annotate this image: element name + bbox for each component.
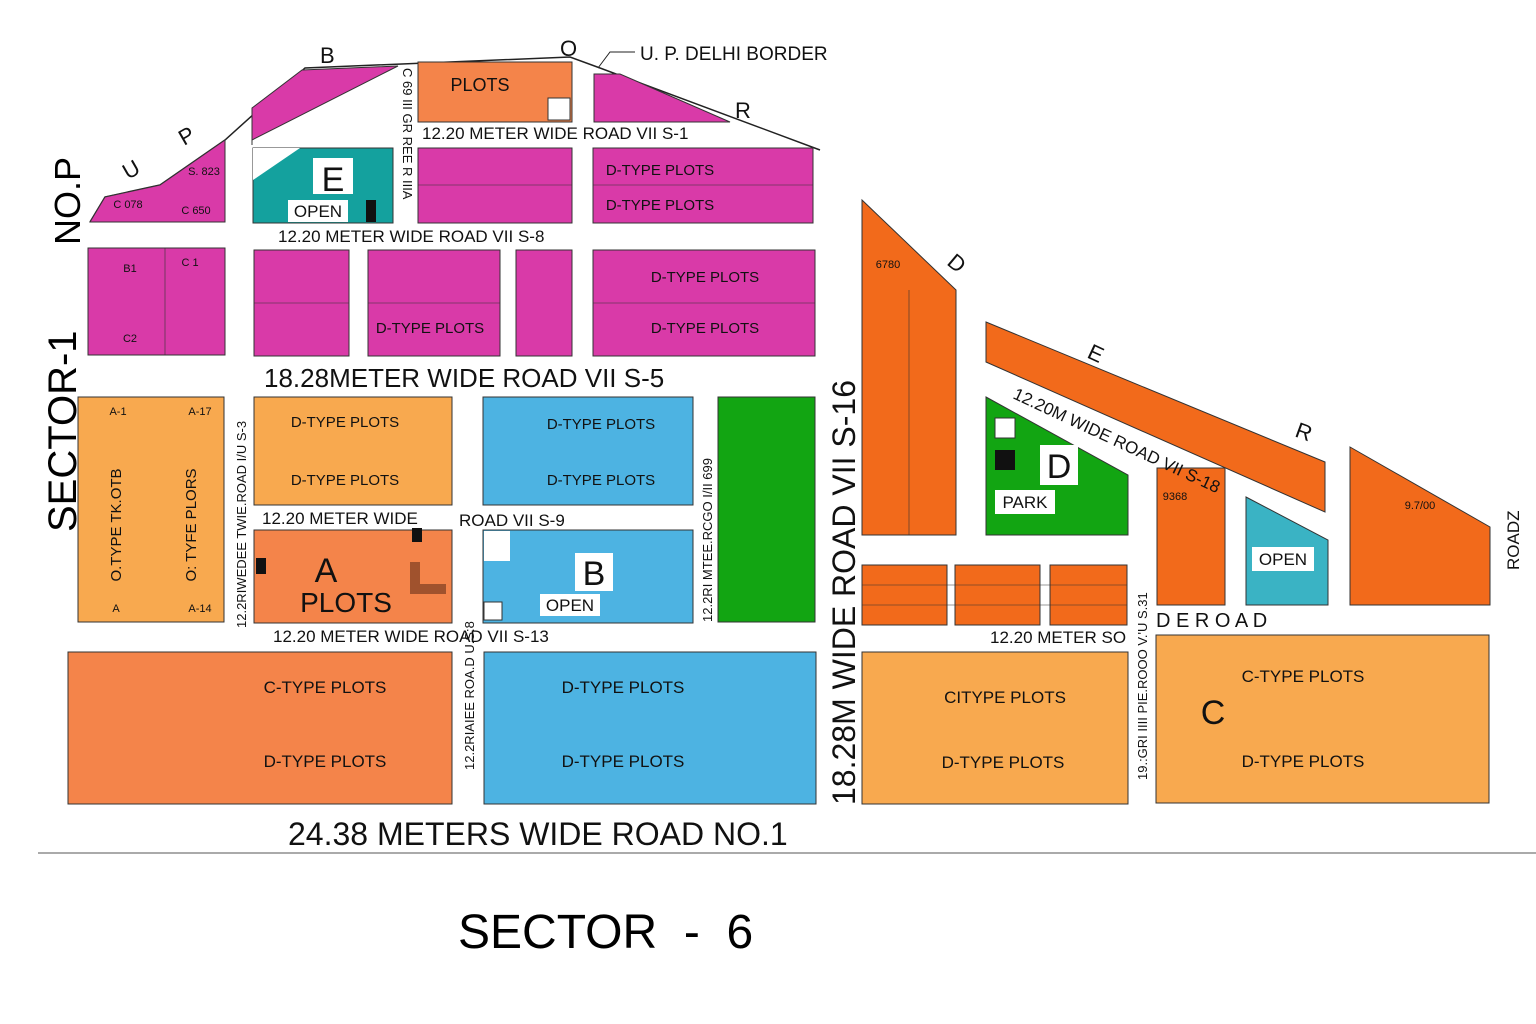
plot-label: D-TYPE PLOTS bbox=[562, 678, 685, 697]
road-label: 12.20 METER WIDE ROAD VII S-1 bbox=[422, 124, 688, 143]
block-diagonal-strip bbox=[985, 321, 1326, 513]
road-label: 12.2RI MTEE.RCGO I/II 699 bbox=[700, 458, 715, 622]
plot-label: B1 bbox=[123, 263, 136, 275]
border-letter: R bbox=[735, 98, 751, 123]
plot-label: D-TYPE PLOTS bbox=[942, 753, 1065, 772]
green-area bbox=[717, 396, 816, 623]
plot-label: D-TYPE PLOTS bbox=[547, 416, 655, 433]
plot-label: D-TYPE PLOTS bbox=[547, 472, 655, 489]
border-letter: D bbox=[943, 249, 971, 278]
block-d-letter: D bbox=[1047, 448, 1072, 486]
plot-label: D-TYPE PLOTS bbox=[651, 320, 759, 337]
block-row3-d bbox=[515, 249, 573, 357]
border-letter: B bbox=[320, 43, 335, 68]
plot-labels: D-TYPE PLOTS D-TYPE PLOTS D-TYPE PLOTS D… bbox=[108, 162, 1435, 772]
block-e-label: OPEN bbox=[294, 202, 342, 221]
plot-label: D-TYPE PLOTS bbox=[291, 472, 399, 489]
plot-label: A-1 bbox=[109, 406, 126, 418]
border-letter: O bbox=[560, 36, 577, 61]
sector-1-sub-label: NO.P bbox=[47, 157, 88, 245]
grid-block-1 bbox=[861, 564, 948, 626]
up-delhi-border-label: U. P. DELHI BORDER bbox=[640, 44, 828, 65]
plot-label: D-TYPE PLOTS bbox=[1242, 752, 1365, 771]
border-letter: U bbox=[118, 155, 144, 185]
plot-label: D-TYPE PLOTS bbox=[562, 752, 685, 771]
plot-label: D-TYPE PLOTS bbox=[376, 320, 484, 337]
plot-label: D-TYPE PLOTS bbox=[264, 752, 387, 771]
block-d-type-blue-1 bbox=[482, 396, 694, 506]
block-a-type-left bbox=[77, 396, 225, 623]
block-a-letter: A bbox=[315, 552, 338, 590]
block-c bbox=[1155, 634, 1490, 804]
road-label-no1: 24.38 METERS WIDE ROAD NO.1 bbox=[288, 816, 788, 852]
plot-label: C 650 bbox=[181, 205, 210, 217]
block-top-plots bbox=[417, 61, 573, 123]
block-e-letter: E bbox=[322, 161, 345, 199]
block-row2-a bbox=[417, 147, 573, 224]
sector-1-label: SECTOR-1 bbox=[41, 330, 85, 532]
road-label: C 69 III GR REE R IIIA bbox=[400, 68, 415, 200]
block-d-type-1 bbox=[253, 396, 453, 506]
block-c-type-bottom-left bbox=[67, 651, 453, 805]
block-far-right bbox=[1349, 446, 1491, 606]
plot-label: C-TYPE PLOTS bbox=[1242, 667, 1365, 686]
border-letter: P bbox=[174, 121, 199, 150]
road-label: 12.2RIWEDEE TWIE.ROAD I/U S-3 bbox=[234, 421, 249, 628]
grid-lines bbox=[862, 290, 1127, 606]
plot-label: D-TYPE PLOTS bbox=[651, 269, 759, 286]
block-diagonal-top bbox=[251, 65, 399, 145]
block-citype bbox=[861, 651, 1129, 805]
plot-label: D-TYPE PLOTS bbox=[606, 197, 714, 214]
block-row2-b bbox=[592, 147, 814, 224]
electric-substation-icon bbox=[547, 97, 571, 121]
block-right-small bbox=[1156, 467, 1226, 606]
top-plots-label: PLOTS bbox=[450, 75, 509, 95]
block-d-type-bottom-blue bbox=[483, 651, 817, 805]
road-label: 12.20 METER SO bbox=[990, 628, 1126, 647]
road-label: 19.:GRI IIII PIE.ROOO V.'U S.31 bbox=[1135, 592, 1150, 780]
plot-label: 9.7/00 bbox=[1405, 500, 1436, 512]
road-label: 12.2RIAIEE ROA.D U.S:8 bbox=[462, 621, 477, 770]
plot-label: D-TYPE PLOTS bbox=[291, 414, 399, 431]
block-c-letter: C bbox=[1201, 694, 1226, 732]
plot-label: C2 bbox=[123, 333, 137, 345]
grid-block-2 bbox=[954, 564, 1041, 626]
plot-label: A bbox=[112, 603, 120, 615]
plot-label: A-17 bbox=[188, 406, 211, 418]
block-c078 bbox=[89, 139, 226, 223]
road-label-s16: 18.28M WIDE ROAD VII S-16 bbox=[826, 380, 862, 805]
plot-label: CITYPE PLOTS bbox=[944, 688, 1066, 707]
plot-label: O: TYFE PLORS bbox=[183, 468, 200, 581]
road-label: ROADZ bbox=[1504, 511, 1523, 571]
plot-label: C 078 bbox=[113, 199, 142, 211]
plot-label: O.TYPE TK.OTB bbox=[108, 468, 125, 581]
road-label: D E R O A D bbox=[1156, 610, 1267, 632]
grid-block-3 bbox=[1049, 564, 1128, 626]
plot-label: S. 823 bbox=[188, 166, 220, 178]
road-label: 12.20 METER WIDE ROAD VII S-13 bbox=[273, 627, 549, 646]
block-b-label: OPEN bbox=[546, 596, 594, 615]
sector-6-title: SECTOR - 6 bbox=[458, 906, 753, 959]
plot-label: 9368 bbox=[1163, 491, 1187, 503]
road-label: 12.20 METER WIDE bbox=[262, 509, 418, 528]
plot-label: C-TYPE PLOTS bbox=[264, 678, 387, 697]
plot-label: C 1 bbox=[181, 257, 198, 269]
block-row3-a bbox=[87, 247, 226, 356]
plot-label: D-TYPE PLOTS bbox=[606, 162, 714, 179]
border-letter: R bbox=[1292, 417, 1315, 446]
open-right-label: OPEN bbox=[1259, 550, 1307, 569]
road-label: ROAD VII S-9 bbox=[459, 511, 565, 530]
road-label: 18.28METER WIDE ROAD VII S-5 bbox=[264, 363, 664, 393]
road-label: 12.20 METER WIDE ROAD VII S-8 bbox=[278, 227, 544, 246]
block-d-label: PARK bbox=[1002, 493, 1048, 512]
plot-label: A-14 bbox=[188, 603, 211, 615]
block-a-label: PLOTS bbox=[300, 587, 392, 618]
block-triangle-top bbox=[593, 73, 731, 123]
plot-label: 6780 bbox=[876, 259, 900, 271]
block-b-letter: B bbox=[583, 555, 606, 593]
